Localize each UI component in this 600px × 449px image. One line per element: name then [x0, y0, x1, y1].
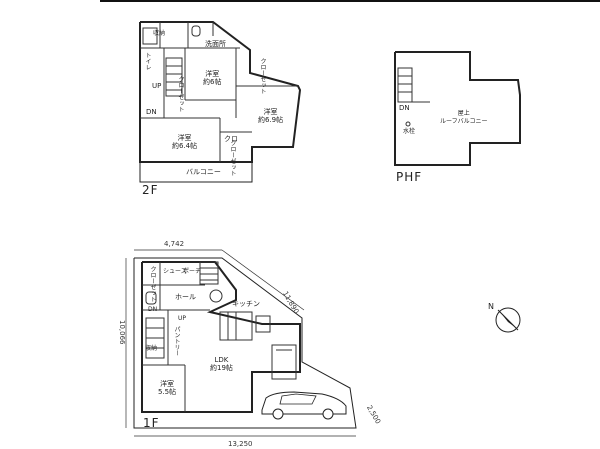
floor-label-1f: 1F: [143, 416, 160, 430]
dimension-top: 4,742: [164, 240, 185, 248]
room-porch: ポーチ: [183, 268, 202, 275]
room-bedroom-a: 洋室 約6帖: [203, 70, 222, 86]
room-storage-1f: 収納: [145, 345, 158, 352]
room-closet-3: クローゼット: [229, 140, 236, 176]
room-kitchen: キッチン: [232, 300, 260, 308]
dimension-left: 10,066: [118, 320, 126, 345]
room-closet-2: クローゼット: [259, 58, 266, 94]
stair-up-2f: UP: [152, 82, 162, 90]
water-tap: 水栓: [403, 128, 416, 135]
room-shoes: シューズ: [163, 268, 187, 275]
stair-up-1f: UP: [178, 315, 187, 322]
room-western-1f: 洋室 5.5帖: [158, 380, 177, 396]
room-ldk: LDK 約19帖: [210, 356, 233, 372]
room-roof-balcony: 屋上 ルーフバルコニー: [440, 110, 488, 125]
compass-icon: [495, 307, 521, 333]
room-closet-1f: クローゼット: [149, 266, 156, 302]
room-washroom: 洗面所: [205, 40, 226, 48]
floor-phf-plan: [394, 51, 521, 166]
floor-2f-walls: [140, 22, 298, 162]
compass-label: N: [488, 302, 494, 311]
balcony-2f: [139, 161, 253, 183]
stair-dn-phf: DN: [399, 104, 410, 112]
floor-1f-walls: [142, 261, 297, 412]
stair-dn-1f: DN: [148, 306, 158, 313]
floor-phf-outline: [394, 51, 521, 166]
floor-1f-lot: [133, 257, 357, 429]
room-balcony-2f: バルコニー: [186, 168, 221, 176]
floor-label-2f: 2F: [142, 183, 159, 197]
room-storage-2f: 収納: [153, 30, 166, 37]
room-bedroom-b: 洋室 約6.9帖: [258, 108, 284, 124]
floor-label-phf: PHF: [396, 170, 423, 184]
room-closet-4: クロ: [224, 135, 238, 143]
room-hall: ホール: [175, 293, 196, 301]
room-closet-1: クローゼット: [177, 76, 184, 112]
room-pantry: パントリー: [173, 326, 180, 356]
room-bedroom-c: 洋室 約6.4帖: [172, 134, 198, 150]
stair-dn-2f: DN: [146, 108, 157, 116]
floor-2f-plan: [139, 21, 302, 183]
dimension-lines: [125, 249, 356, 437]
floor-1f-outline: [141, 261, 301, 413]
room-toilet-2f: トイレ: [144, 52, 151, 70]
dimension-bottom: 13,250: [228, 440, 253, 448]
floor-phf-stair: [397, 67, 430, 127]
floor-1f-plan: [133, 257, 357, 429]
